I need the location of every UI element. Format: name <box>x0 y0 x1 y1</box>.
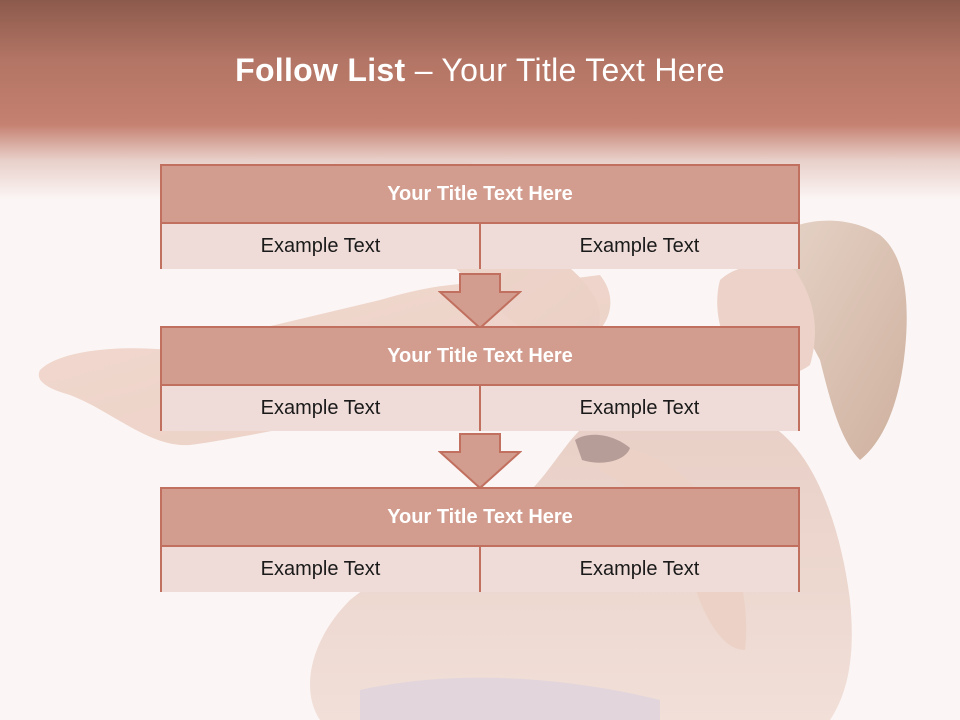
block-cells: Example Text Example Text <box>162 386 798 431</box>
block-cell-right: Example Text <box>479 224 798 269</box>
block-title: Your Title Text Here <box>162 489 798 547</box>
block-cell-left: Example Text <box>162 547 479 592</box>
block-cell-left: Example Text <box>162 224 479 269</box>
slide-title-bold: Follow List <box>235 52 406 88</box>
block-cell-right: Example Text <box>479 547 798 592</box>
list-block-2: Your Title Text Here Example Text Exampl… <box>160 326 800 431</box>
slide-title: Follow List – Your Title Text Here <box>0 52 960 89</box>
block-cell-left: Example Text <box>162 386 479 431</box>
slide-title-rest: – Your Title Text Here <box>414 52 725 88</box>
list-block-3: Your Title Text Here Example Text Exampl… <box>160 487 800 592</box>
block-cell-right: Example Text <box>479 386 798 431</box>
list-block-1: Your Title Text Here Example Text Exampl… <box>160 164 800 269</box>
down-arrow-icon <box>438 273 522 330</box>
block-title: Your Title Text Here <box>162 328 798 386</box>
down-arrow-icon <box>438 433 522 490</box>
block-cells: Example Text Example Text <box>162 224 798 269</box>
block-title: Your Title Text Here <box>162 166 798 224</box>
block-cells: Example Text Example Text <box>162 547 798 592</box>
